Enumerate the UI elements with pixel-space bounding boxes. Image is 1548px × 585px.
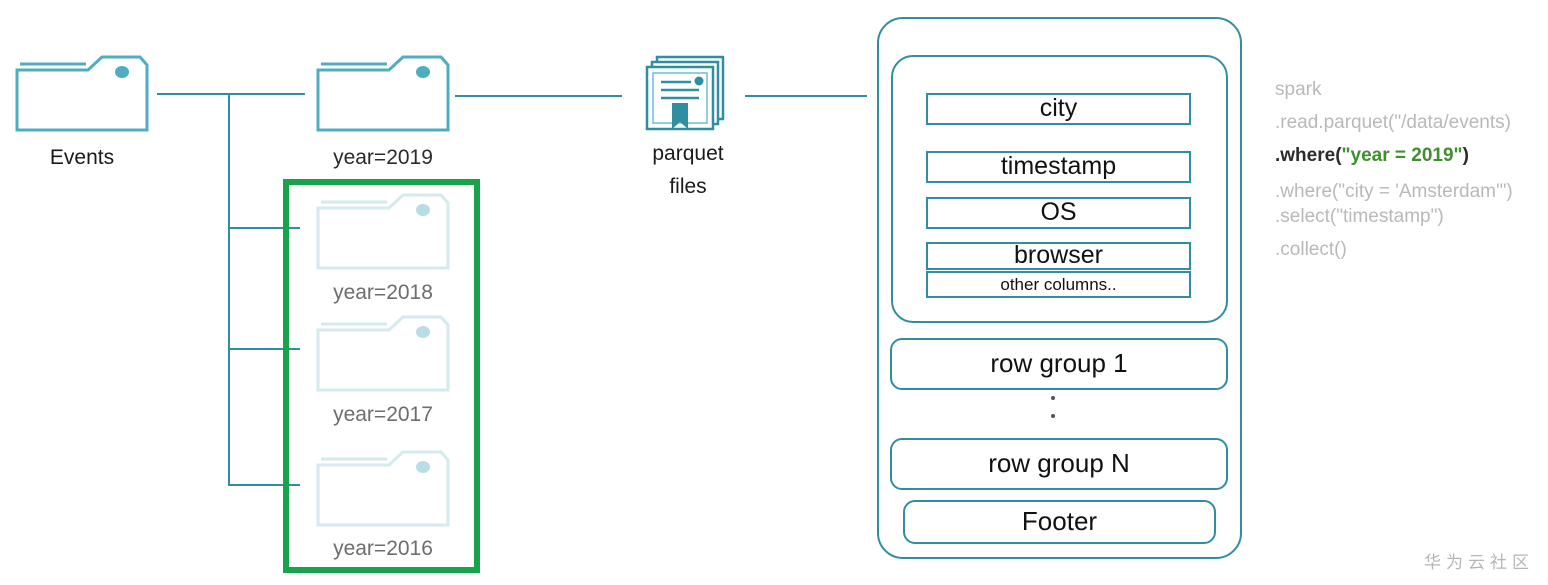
connector-trunk-vertical: [228, 93, 230, 485]
footer-box[interactable]: Footer: [903, 500, 1216, 544]
column-box-os[interactable]: OS: [926, 197, 1191, 229]
node-label-events: Events: [49, 146, 115, 169]
node-label-parquet-line2: files: [669, 175, 707, 198]
column-label-city: city: [1039, 94, 1078, 122]
parquet-files-icon[interactable]: [643, 53, 733, 140]
node-label-year-2018: year=2018: [333, 281, 433, 304]
folder-icon-year-2018[interactable]: [313, 190, 453, 270]
column-box-browser[interactable]: browser: [926, 242, 1191, 270]
node-label-year-2017: year=2017: [333, 403, 433, 426]
node-label-year-2016: year=2016: [333, 537, 433, 560]
code-line-3-prefix: .where(: [1275, 145, 1342, 166]
folder-icon-year-2016[interactable]: [313, 447, 453, 527]
folder-icon-year-2019[interactable]: [313, 52, 453, 132]
spark-code-block: spark .read.parquet("/data/events) .wher…: [1275, 80, 1545, 270]
footer-label: Footer: [1021, 505, 1098, 536]
column-box-timestamp[interactable]: timestamp: [926, 151, 1191, 183]
code-line-2: .read.parquet("/data/events): [1275, 112, 1511, 133]
code-line-6: .collect(): [1275, 239, 1347, 260]
code-line-3-suffix: ): [1462, 145, 1469, 166]
connector-branch-2017: [228, 348, 300, 350]
code-line-1: spark: [1275, 79, 1322, 100]
folder-icon-events[interactable]: [12, 52, 152, 132]
folder-icon-year-2017[interactable]: [313, 312, 453, 392]
connector-branch-2016: [228, 484, 300, 486]
connector-branch-2018: [228, 227, 300, 229]
node-label-year-2019: year=2019: [333, 146, 433, 169]
vertical-ellipsis-dot-1: [1051, 396, 1055, 400]
row-group-box-n[interactable]: row group N: [890, 438, 1228, 490]
connector-parquet-to-panel: [745, 95, 867, 97]
node-label-parquet-line1: parquet: [652, 142, 724, 165]
vertical-ellipsis-dot-2: [1051, 414, 1055, 418]
connector-events-to-2019: [157, 93, 305, 95]
code-line-4: .where("city = 'Amsterdam'"): [1275, 181, 1513, 202]
connector-2019-to-parquet: [455, 95, 622, 97]
code-line-3-literal: "year = 2019": [1341, 145, 1463, 166]
column-box-city[interactable]: city: [926, 93, 1191, 125]
column-label-os: OS: [1040, 198, 1077, 226]
column-label-timestamp: timestamp: [1000, 152, 1117, 180]
column-box-other-columns[interactable]: other columns..: [926, 271, 1191, 298]
watermark-text: 华为云社区: [1424, 553, 1534, 572]
code-line-3-highlighted: .where("year = 2019"): [1275, 146, 1469, 165]
row-group-label-1: row group 1: [990, 347, 1128, 378]
column-label-browser: browser: [1014, 241, 1103, 269]
column-label-other-columns: other columns..: [1000, 274, 1117, 294]
pruned-partitions-highlight: [283, 179, 480, 573]
row-group-label-n: row group N: [988, 447, 1130, 478]
code-line-5: .select("timestamp"): [1275, 206, 1444, 227]
row-group-box-1[interactable]: row group 1: [890, 338, 1228, 390]
